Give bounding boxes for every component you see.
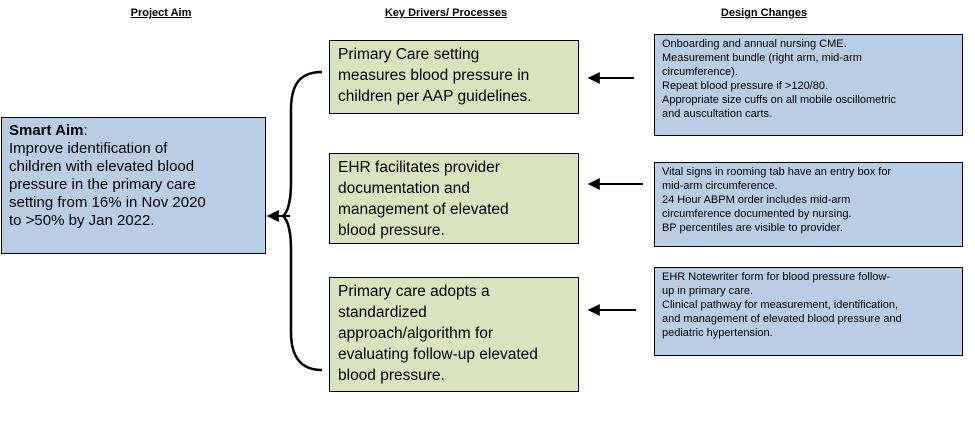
change-text-line: 24 Hour ABPM order includes mid-arm [662,194,851,206]
driver-text-line: standardized [338,304,427,321]
change-text-line: mid-arm circumference. [662,180,778,192]
change-text-line: Repeat blood pressure if >120/80. [662,80,829,92]
change-text-line: BP percentiles are visible to provider. [662,222,843,234]
driver-text-line: blood pressure. [338,222,445,239]
driver-text-line: management of elevated [338,201,509,218]
smart-aim-title-line: Smart Aim: [9,122,259,140]
change-text-line: circumference). [662,66,738,78]
change-text-line: Measurement bundle (right arm, mid-arm [662,52,862,64]
smart-aim-text-line: children with elevated blood [9,158,195,175]
key-driver-box-1: Primary Care setting measures blood pres… [329,40,579,114]
design-change-box-3: EHR Notewriter form for blood pressure f… [654,267,963,356]
change-text-line: Vital signs in rooming tab have an entry… [662,166,892,178]
key-driver-box-3: Primary care adopts a standardized appro… [329,277,579,392]
bracket-connector [281,70,323,372]
driver-text-line: blood pressure. [338,367,445,384]
driver-text-line: Primary Care setting [338,46,480,63]
change-text-line: and management of elevated blood pressur… [662,313,902,325]
smart-aim-text-line: setting from 16% in Nov 2020 [9,194,206,211]
smart-aim-colon: : [83,122,88,139]
change-text-line: up in primary care. [662,285,754,297]
key-drivers-heading: Key Drivers/ Processes [384,7,508,19]
project-aim-heading: Project Aim [130,7,192,19]
smart-aim-text-line: pressure in the primary care [9,176,196,193]
change-text-line: Clinical pathway for measurement, identi… [662,299,899,311]
design-changes-heading: Design Changes [720,7,808,19]
driver-text-line: documentation and [338,180,470,197]
change-text-line: pediatric hypertension. [662,327,773,339]
change-text-line: EHR Notewriter form for blood pressure f… [662,271,891,283]
driver-text-line: measures blood pressure in [338,67,530,84]
smart-aim-title: Smart Aim [9,122,84,139]
driver-text-line: evaluating follow-up elevated [338,346,538,363]
design-change-box-1: Onboarding and annual nursing CME. Measu… [654,34,963,136]
smart-aim-box: Smart Aim: Improve identification of chi… [1,117,266,254]
key-driver-box-2: EHR facilitates provider documentation a… [329,153,579,244]
driver-text-line: EHR facilitates provider [338,159,500,176]
change-text-line: Onboarding and annual nursing CME. [662,38,847,50]
change-text-line: Appropriate size cuffs on all mobile osc… [662,94,896,106]
design-change-box-2: Vital signs in rooming tab have an entry… [654,162,963,247]
change-text-line: and auscultation carts. [662,108,773,120]
driver-text-line: Primary care adopts a [338,283,490,300]
smart-aim-text-line: to >50% by Jan 2022. [9,212,155,229]
smart-aim-text-line: Improve identification of [9,140,168,157]
driver-text-line: approach/algorithm for [338,325,494,342]
driver-text-line: children per AAP guidelines. [338,88,532,105]
change-text-line: circumference documented by nursing. [662,208,852,220]
